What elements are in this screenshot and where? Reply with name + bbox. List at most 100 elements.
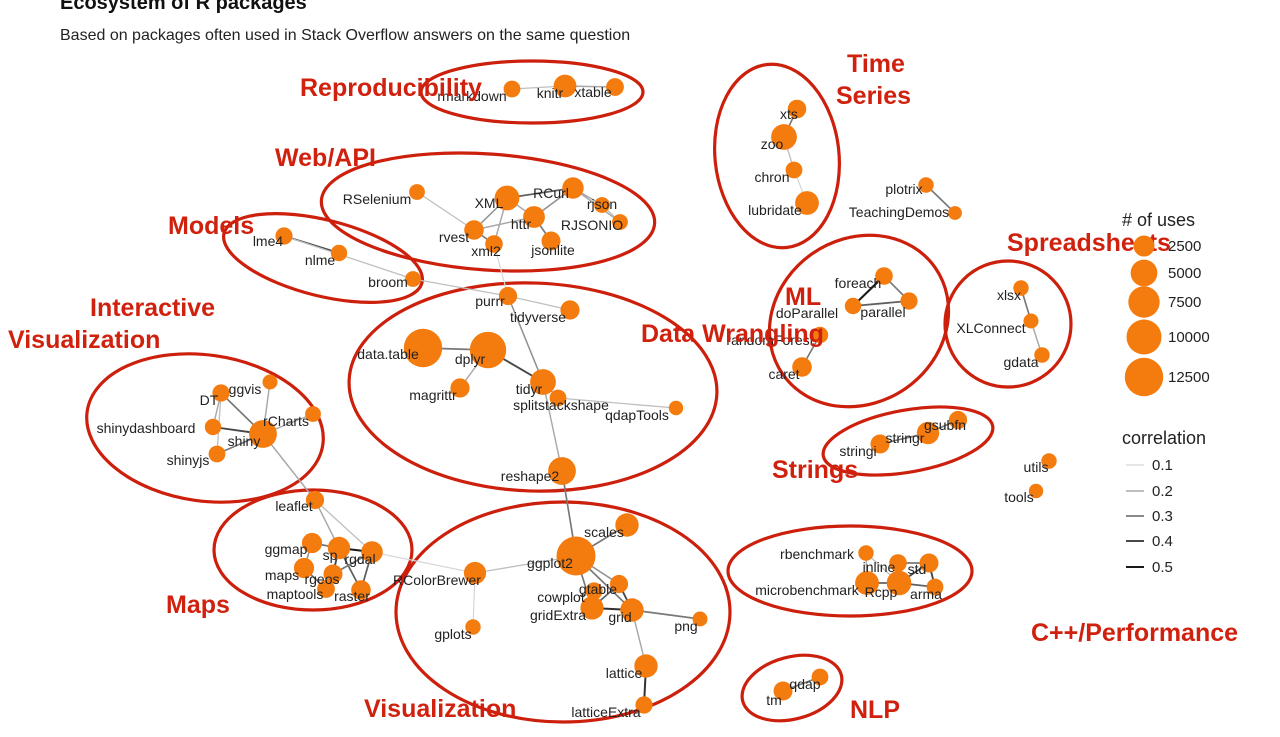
node-rvest[interactable]	[464, 220, 484, 240]
node-zoo[interactable]	[771, 124, 797, 150]
node-magrittr[interactable]	[450, 378, 470, 398]
node-label-xlsx: xlsx	[997, 287, 1021, 303]
node-xts[interactable]	[787, 99, 807, 119]
node-label-tidyverse: tidyverse	[510, 309, 566, 325]
node-broom[interactable]	[405, 271, 421, 287]
node-chron[interactable]	[785, 161, 803, 179]
node-label-parallel: parallel	[860, 304, 905, 320]
node-lattice[interactable]	[634, 654, 658, 678]
node-sp[interactable]	[327, 536, 351, 560]
node-grid[interactable]	[620, 598, 644, 622]
node-label-scales: scales	[584, 524, 624, 540]
node-label-shinyjs: shinyjs	[167, 452, 210, 468]
node-tidyr[interactable]	[530, 369, 556, 395]
node-RColorBrewer[interactable]	[463, 561, 487, 585]
node-data.table[interactable]	[403, 328, 443, 368]
node-RCurl[interactable]	[562, 177, 584, 199]
node-lubridate[interactable]	[795, 191, 819, 215]
node-rgdal[interactable]	[361, 541, 383, 563]
node-gsubfn[interactable]	[948, 410, 968, 430]
node-qdap[interactable]	[811, 668, 829, 686]
node-gridExtra[interactable]	[580, 596, 604, 620]
node-microbenchmark[interactable]	[855, 571, 879, 595]
node-DT[interactable]	[212, 384, 230, 402]
node-httr[interactable]	[523, 206, 545, 228]
node-foreach[interactable]	[875, 267, 893, 285]
node-latticeExtra[interactable]	[635, 696, 653, 714]
node-label-arma: arma	[910, 586, 942, 602]
node-qdapTools[interactable]	[668, 400, 684, 416]
node-png[interactable]	[692, 611, 708, 627]
size-legend-label-10000: 10000	[1168, 329, 1210, 346]
node-ggplot2[interactable]	[556, 536, 596, 576]
node-plotrix[interactable]	[918, 177, 934, 193]
node-shiny[interactable]	[249, 420, 277, 448]
node-scales[interactable]	[615, 513, 639, 537]
group-label-reproducibility: Reproducibility	[300, 74, 482, 102]
node-tidyverse[interactable]	[560, 300, 580, 320]
node-maps[interactable]	[293, 557, 315, 579]
node-ggmap[interactable]	[301, 532, 323, 554]
node-xtable[interactable]	[606, 78, 624, 96]
node-xlsx[interactable]	[1013, 280, 1029, 296]
edge-splitstackshape-qdapTools	[557, 397, 677, 409]
node-label-xts: xts	[780, 106, 798, 122]
node-utils[interactable]	[1041, 453, 1057, 469]
node-knitr[interactable]	[553, 74, 577, 98]
node-gtable[interactable]	[609, 574, 629, 594]
node-rgeos[interactable]	[323, 564, 343, 584]
node-lme4[interactable]	[275, 227, 293, 245]
node-jsonlite[interactable]	[541, 231, 561, 251]
node-label-rgdal: rgdal	[344, 551, 375, 567]
node-tm[interactable]	[773, 681, 793, 701]
node-parallel[interactable]	[900, 292, 918, 310]
edge-doParallel-parallel	[852, 300, 910, 307]
node-Rcpp[interactable]	[886, 570, 912, 596]
node-tools[interactable]	[1028, 483, 1044, 499]
node-label-foreach: foreach	[835, 275, 882, 291]
node-purrr[interactable]	[498, 286, 518, 306]
node-XML[interactable]	[494, 185, 520, 211]
node-randomForest[interactable]	[811, 326, 829, 344]
node-rmarkdown[interactable]	[503, 80, 521, 98]
node-stringi[interactable]	[870, 434, 890, 454]
node-RSelenium[interactable]	[409, 184, 425, 200]
node-rCharts[interactable]	[305, 406, 321, 422]
node-XLConnect[interactable]	[1023, 313, 1039, 329]
node-gplots[interactable]	[465, 619, 481, 635]
node-gdata[interactable]	[1034, 347, 1050, 363]
node-label-ggplot2: ggplot2	[527, 555, 573, 571]
node-arma[interactable]	[926, 578, 944, 596]
node-splitstackshape[interactable]	[549, 389, 567, 407]
node-std[interactable]	[919, 553, 939, 573]
edge-purrr-tidyverse	[507, 295, 571, 311]
node-maptools[interactable]	[317, 580, 335, 598]
size-legend-title: # of uses	[1122, 210, 1195, 230]
node-RJSONIO[interactable]	[612, 214, 628, 230]
node-TeachingDemos[interactable]	[948, 206, 962, 220]
node-nlme[interactable]	[330, 244, 348, 262]
node-label-qdapTools: qdapTools	[605, 407, 669, 423]
node-caret[interactable]	[792, 357, 812, 377]
node-rjson[interactable]	[594, 197, 610, 213]
node-label-reshape2: reshape2	[501, 468, 560, 484]
node-rbenchmark[interactable]	[858, 545, 874, 561]
node-xml2[interactable]	[485, 235, 503, 253]
node-label-zoo: zoo	[761, 136, 784, 152]
node-shinydashboard[interactable]	[204, 418, 222, 436]
node-doParallel[interactable]	[844, 297, 862, 315]
node-leaflet[interactable]	[305, 490, 325, 510]
node-ggvis[interactable]	[262, 374, 278, 390]
node-label-cowplot: cowplot	[537, 589, 585, 605]
node-label-gplots: gplots	[434, 626, 471, 642]
node-cowplot[interactable]	[585, 582, 603, 600]
node-inline[interactable]	[889, 554, 907, 572]
node-stringr[interactable]	[916, 421, 940, 445]
node-reshape2[interactable]	[548, 457, 576, 485]
node-dplyr[interactable]	[469, 331, 507, 369]
node-raster[interactable]	[351, 580, 371, 600]
node-label-RSelenium: RSelenium	[343, 191, 411, 207]
node-label-tools: tools	[1004, 489, 1034, 505]
node-shinyjs[interactable]	[208, 445, 226, 463]
